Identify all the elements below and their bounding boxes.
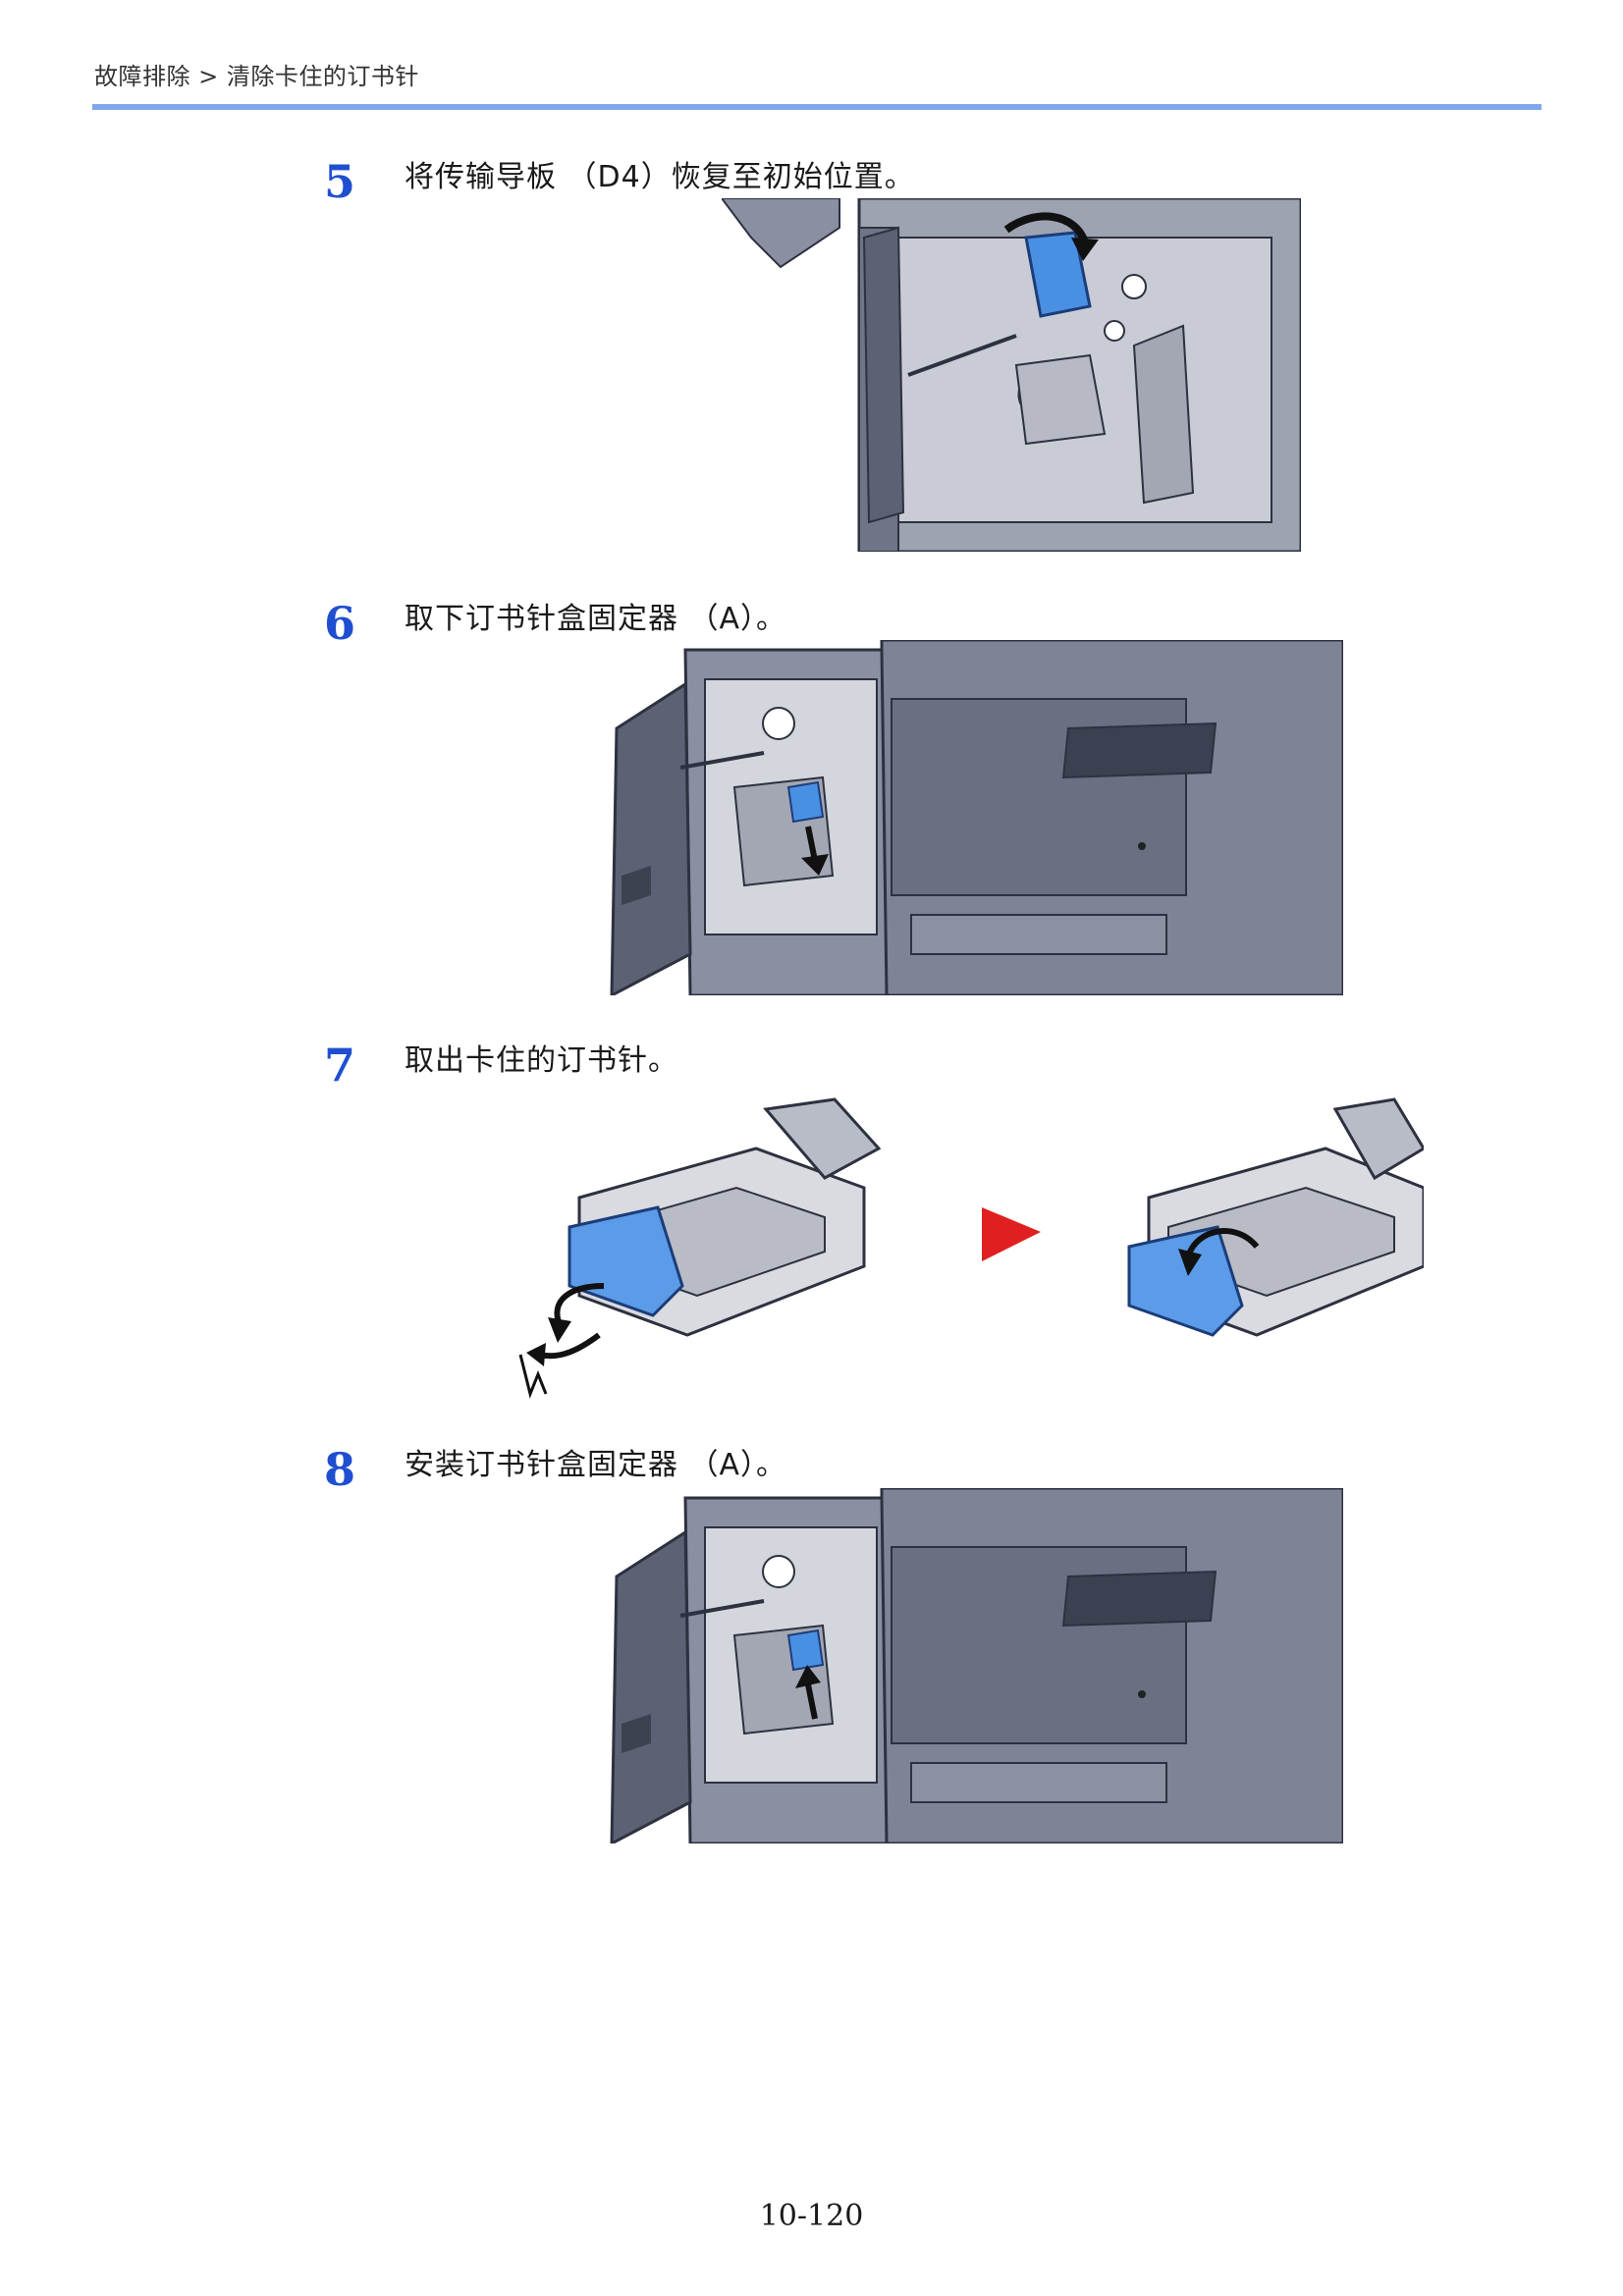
finisher-interior-illustration xyxy=(722,198,1301,552)
finisher-install-holder-illustration xyxy=(597,1488,1343,1843)
step-number-5: 5 xyxy=(324,155,356,208)
down-arrow-icon xyxy=(801,854,829,876)
step-text-5: 将传输导板 （D4）恢复至初始位置。 xyxy=(405,160,915,194)
finisher-remove-holder-illustration xyxy=(597,640,1343,995)
play-arrow-icon xyxy=(982,1207,1041,1261)
step-text-8: 安装订书针盒固定器 （A）。 xyxy=(405,1448,787,1482)
header-divider xyxy=(92,104,1542,110)
up-arrow-icon xyxy=(795,1665,821,1688)
breadcrumb: 故障排除 > 清除卡住的订书针 xyxy=(94,63,419,90)
staple-icon xyxy=(518,1354,548,1399)
curved-arrow-icon xyxy=(548,1317,571,1343)
step-number-7: 7 xyxy=(324,1039,356,1092)
step-text-7: 取出卡住的订书针。 xyxy=(405,1043,678,1078)
step-number-8: 8 xyxy=(324,1443,356,1496)
curved-arrow-icon xyxy=(1071,238,1099,261)
step-text-6: 取下订书针盒固定器 （A）。 xyxy=(405,602,787,636)
step-number-6: 6 xyxy=(324,597,356,650)
page-number: 10-120 xyxy=(759,2199,864,2233)
staple-cartridge-illustration xyxy=(511,1090,1424,1404)
